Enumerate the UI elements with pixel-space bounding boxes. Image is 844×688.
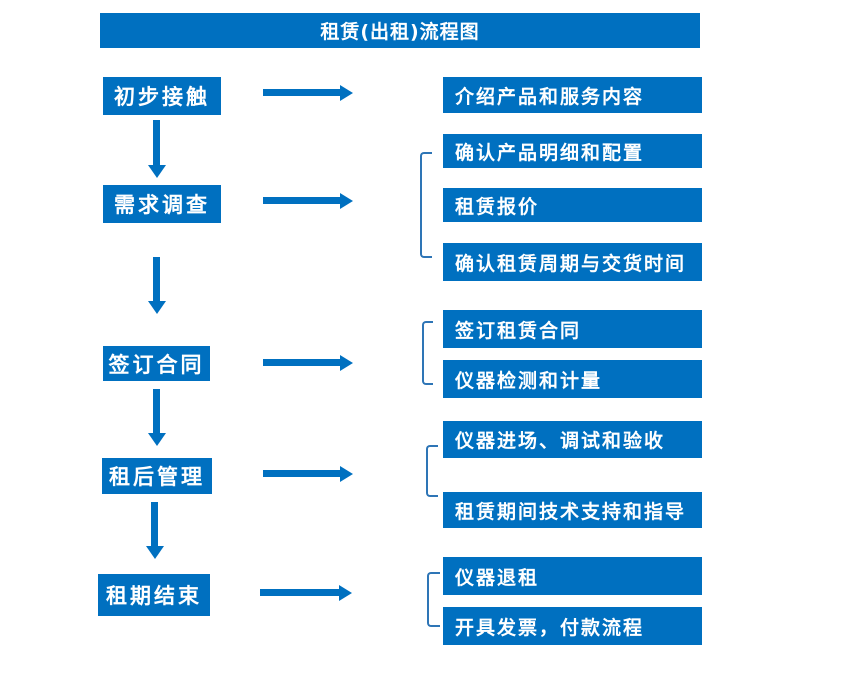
step-initial-contact: 初步接触	[103, 77, 221, 115]
right-arrow	[263, 355, 353, 371]
output-introduce-products: 介绍产品和服务内容	[443, 77, 702, 113]
down-arrow-shaft	[153, 120, 160, 166]
right-arrow-head	[340, 355, 353, 371]
step-lease-end: 租期结束	[98, 574, 210, 616]
output-instrument-inspection: 仪器检测和计量	[443, 360, 702, 398]
right-arrow	[260, 585, 352, 601]
down-arrow-shaft	[153, 389, 160, 434]
group-bracket	[420, 152, 432, 258]
right-arrow-shaft	[263, 89, 341, 96]
output-confirm-period-delivery: 确认租赁周期与交货时间	[443, 243, 702, 281]
output-rental-quote: 租赁报价	[443, 188, 702, 222]
step-sign-contract: 签订合同	[103, 346, 210, 381]
right-arrow-head	[340, 85, 353, 101]
down-arrow-head	[146, 546, 164, 559]
right-arrow-head	[340, 193, 353, 209]
step-post-rental-management: 租后管理	[102, 458, 212, 494]
down-arrow-shaft	[151, 502, 158, 547]
output-instrument-return: 仪器退租	[443, 557, 702, 595]
right-arrow	[263, 193, 353, 209]
output-confirm-product-details: 确认产品明细和配置	[443, 134, 702, 168]
right-arrow-shaft	[263, 470, 341, 477]
down-arrow	[146, 502, 164, 559]
right-arrow	[263, 85, 353, 101]
down-arrow-head	[148, 433, 166, 446]
right-arrow-head	[339, 585, 352, 601]
right-arrow-shaft	[263, 197, 341, 204]
right-arrow-shaft	[260, 589, 340, 596]
down-arrow	[148, 257, 166, 314]
down-arrow	[148, 389, 166, 446]
output-technical-support: 租赁期间技术支持和指导	[443, 492, 702, 528]
output-sign-rental-contract: 签订租赁合同	[443, 310, 702, 348]
down-arrow-shaft	[153, 257, 160, 302]
group-bracket	[427, 572, 440, 627]
down-arrow-head	[148, 301, 166, 314]
page-title: 租赁(出租)流程图	[100, 13, 700, 48]
step-requirement-survey: 需求调查	[103, 185, 221, 223]
down-arrow-head	[148, 165, 166, 178]
right-arrow	[263, 466, 353, 482]
down-arrow	[148, 120, 166, 178]
output-instrument-setup-acceptance: 仪器进场、调试和验收	[443, 421, 702, 458]
right-arrow-head	[340, 466, 353, 482]
output-invoice-payment: 开具发票，付款流程	[443, 607, 702, 645]
group-bracket	[426, 445, 438, 497]
group-bracket	[422, 321, 433, 385]
right-arrow-shaft	[263, 359, 341, 366]
